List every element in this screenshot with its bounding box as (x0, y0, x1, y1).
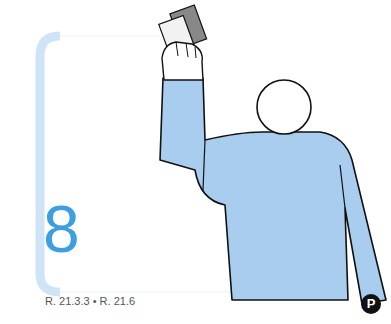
rule-reference: R. 21.3.3 • R. 21.6 (45, 295, 135, 308)
signal-number: 8 (43, 196, 80, 262)
referee-body (160, 78, 386, 304)
arm-line (340, 165, 345, 208)
hand (162, 42, 203, 80)
frame-line (60, 36, 160, 37)
badge-letter: P (361, 294, 381, 314)
fingers (176, 42, 196, 58)
arm-line (203, 140, 205, 190)
badge-circle (361, 294, 381, 314)
referee-head (257, 80, 311, 134)
